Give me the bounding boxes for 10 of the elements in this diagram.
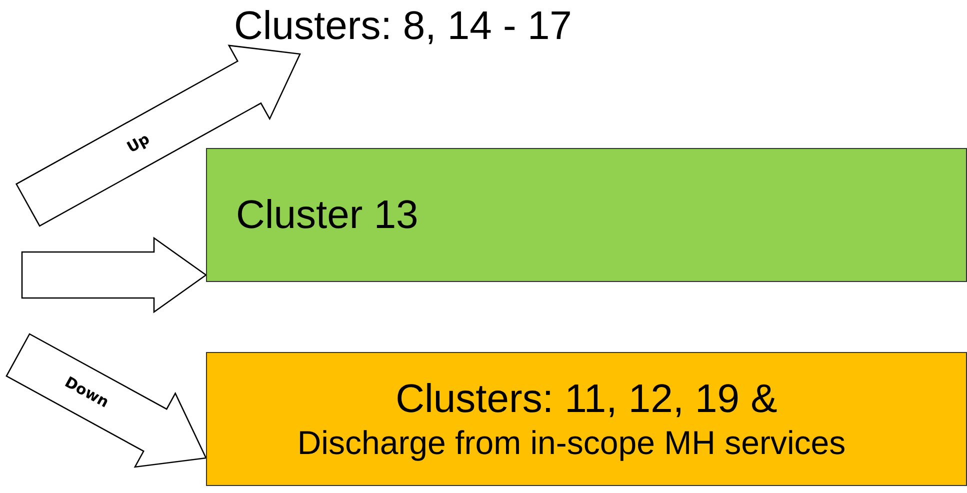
cluster-box xyxy=(206,148,967,282)
block-arrow xyxy=(6,333,207,468)
box-text: Discharge from in-scope MH services xyxy=(297,423,846,463)
box-heading: Clusters: 11, 12, 19 & xyxy=(396,376,778,423)
block-arrow xyxy=(21,236,208,314)
edge-label: Up xyxy=(124,131,152,156)
cluster-box xyxy=(206,352,967,486)
heading-text: Clusters: 8, 14 - 17 xyxy=(233,3,573,50)
box-text: Cluster 13 xyxy=(235,192,418,238)
block-arrow xyxy=(15,44,301,227)
